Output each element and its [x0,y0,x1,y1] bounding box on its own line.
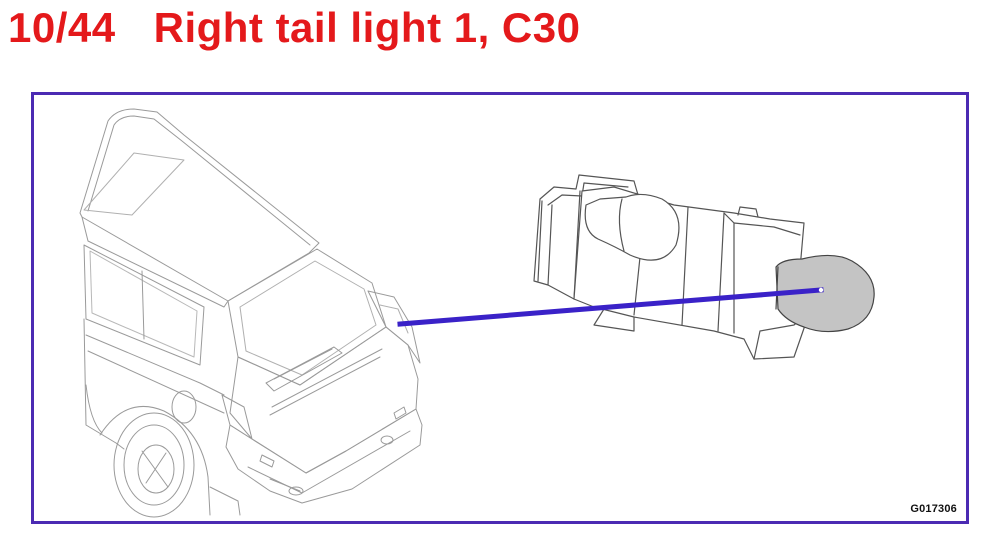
car-rear-outline [79,108,423,518]
page-header: 10/44 Right tail light 1, C30 [8,4,580,52]
tail-light-bulb [775,254,875,333]
page-indicator: 10/44 [8,4,116,51]
pointer-tip-dot [818,287,824,293]
car-bulb-illustration [79,108,875,518]
page-title: Right tail light 1, C30 [153,4,581,51]
pointer-line [397,287,824,327]
figure-code: G017306 [910,503,957,515]
bulb-holder-illustration [533,174,875,360]
illustration-frame: G017306 [31,92,969,524]
